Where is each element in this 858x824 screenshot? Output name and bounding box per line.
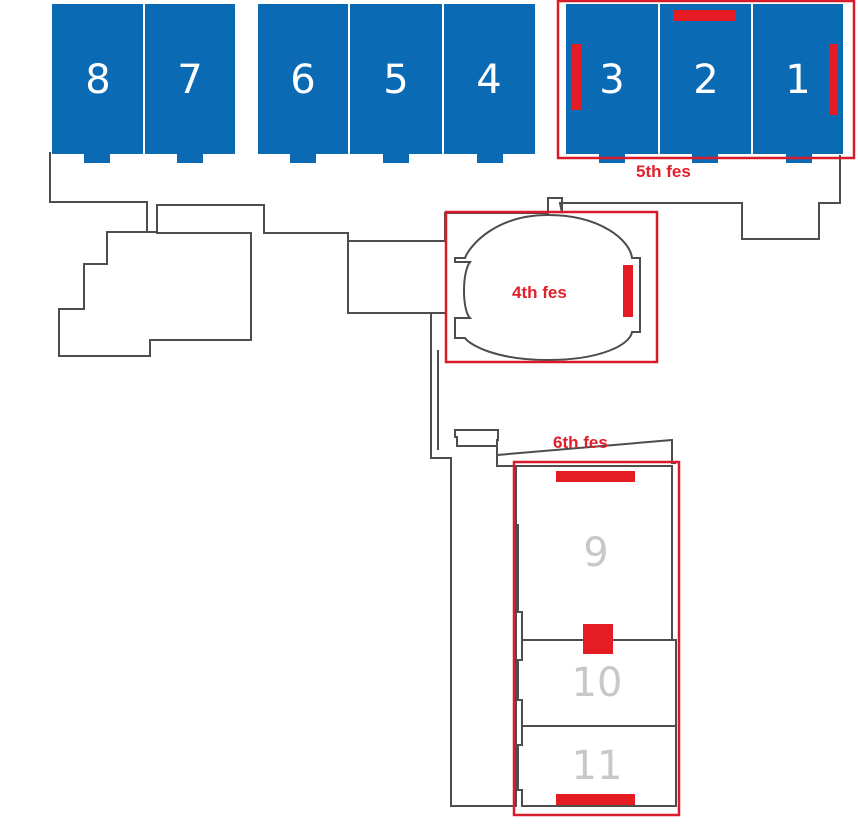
- hall-11-outline: [517, 725, 677, 807]
- hall-4-entrance-tab: [477, 154, 503, 163]
- hall-7-block[interactable]: [145, 4, 235, 154]
- stage-marker-hall-9-top: [556, 471, 635, 482]
- hall-8-number: 8: [85, 57, 110, 103]
- hall-2-number: 2: [693, 57, 718, 103]
- zone-label-6th-fes: 6th fes: [553, 433, 608, 452]
- zone-box-6th-fes[interactable]: [512, 460, 681, 817]
- zone-box-5th-fes[interactable]: [556, 0, 856, 160]
- stage-marker-hall-10: [583, 624, 613, 654]
- hall-4-number: 4: [476, 57, 501, 103]
- hall-4-block[interactable]: [444, 4, 535, 154]
- hall-7-number: 7: [177, 57, 202, 103]
- hall-6-entrance-tab: [290, 154, 316, 163]
- hall-6-block[interactable]: [258, 4, 348, 154]
- hall-3-block[interactable]: [566, 4, 658, 154]
- hall-8-block[interactable]: [52, 4, 143, 154]
- hall-7-entrance-tab: [177, 154, 203, 163]
- hall-3-number: 3: [599, 57, 624, 103]
- hall-9-outline: [513, 465, 673, 641]
- hall-5-block[interactable]: [350, 4, 442, 154]
- left-building-outline: [58, 205, 252, 357]
- hall-6-number: 6: [290, 57, 315, 103]
- bottom-building: [513, 465, 677, 807]
- stage-marker-hall-11: [556, 794, 635, 805]
- stage-marker-hall-1: [829, 44, 838, 115]
- hall-5-number: 5: [383, 57, 408, 103]
- hall-11-number: 11: [572, 743, 623, 789]
- stage-marker-hall-2: [673, 10, 736, 21]
- dome-outline: [454, 213, 641, 362]
- zone-box-4th-fes[interactable]: [444, 210, 659, 364]
- hall-8-entrance-tab: [84, 154, 110, 163]
- zone-label-5th-fes: 5th fes: [636, 162, 691, 181]
- hall-9-number: 9: [583, 530, 608, 576]
- hall-10-number: 10: [572, 660, 623, 706]
- top-halls: 8 7 6 5 4 3 2 1: [52, 4, 843, 163]
- zone-label-4th-fes: 4th fes: [512, 283, 567, 302]
- hall-10-outline: [517, 639, 677, 727]
- hall-1-block[interactable]: [753, 4, 843, 154]
- middle-block-outline: [347, 241, 676, 807]
- stage-marker-dome: [623, 265, 633, 317]
- hall-1-number: 1: [785, 57, 810, 103]
- hall-2-block[interactable]: [660, 4, 751, 154]
- hall-5-entrance-tab: [383, 154, 409, 163]
- stage-marker-hall-3: [572, 44, 581, 110]
